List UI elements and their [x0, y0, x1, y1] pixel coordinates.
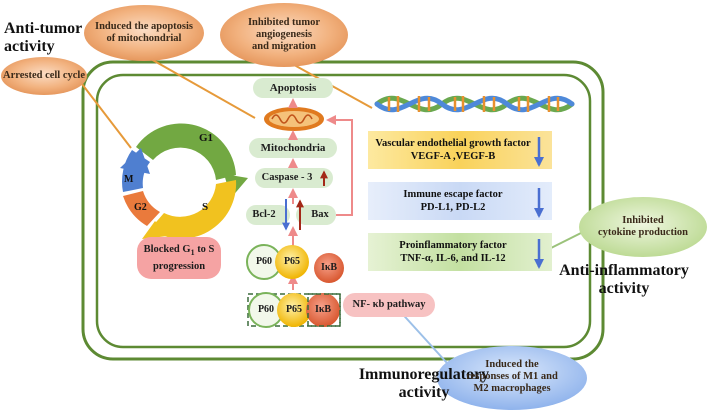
callout-angiogenesis-oval [220, 3, 348, 67]
p60-bound-label: P60 [257, 304, 275, 315]
bax-pill [296, 205, 336, 225]
factor-proinflammatory-detail: TNF-α, IL-6, and IL-12 [400, 253, 506, 264]
factor-bar-vegf [368, 131, 552, 169]
callout-cell-cycle-text: Arrested cell cycle [2, 70, 86, 82]
callout-apoptosis-line2: of mitochondrial [106, 33, 182, 44]
factor-vegf-text: Vascular endothelial growth factor VEGF-… [370, 137, 536, 163]
p65-free-label: P65 [283, 256, 301, 267]
connector-cytokine [546, 229, 588, 251]
ikb-bound-label: IκB [314, 304, 332, 315]
p65-bound-circle [277, 293, 311, 327]
ikb-free-circle [314, 253, 344, 283]
s-phase-arrowhead [142, 221, 168, 239]
callout-apoptosis-line1: Induced the apoptosis [94, 21, 194, 32]
apoptosis-label: Apoptosis [269, 82, 317, 94]
blocked-progression-pill [137, 237, 221, 279]
callout-macrophages-oval [437, 346, 587, 410]
factor-pd-title: Immune escape factor [403, 189, 503, 200]
g2-phase-arc [123, 191, 160, 226]
anti-tumor-heading-line1: Anti-tumor [4, 20, 83, 37]
callout-angiogenesis-text: Inhibited tumor angiogenesis and migrati… [222, 17, 346, 53]
callout-cytokine-line1: Inhibited [622, 215, 664, 226]
mitochondrion-icon [264, 107, 324, 131]
phase-label-s: S [202, 201, 208, 213]
blocked-progression-text: Blocked G1 to S progression [137, 243, 221, 274]
mitochondria-label: Mitochondria [260, 142, 326, 154]
blocked-to-s: to S [194, 244, 215, 255]
cell-cycle-ring [120, 123, 248, 239]
callout-macrophages-line2: responses of M1 and [466, 371, 558, 382]
callout-cytokine-oval [579, 197, 707, 257]
p60-free-label: P60 [255, 256, 273, 267]
caspase-pill [255, 168, 333, 188]
caspase-label: Caspase - 3 [261, 172, 313, 183]
ikb-bound-circle [306, 293, 340, 327]
connector-cell-cycle [81, 83, 132, 149]
factor-vegf-title: Vascular endothelial growth factor [375, 138, 531, 149]
mitochondria-pill [249, 138, 337, 158]
m-phase-arrowhead [120, 148, 150, 174]
anti-tumor-heading-line2: activity [4, 38, 55, 55]
dna-helix-icon [374, 95, 575, 113]
blocked-word: Blocked G [143, 244, 191, 255]
immunoregulatory-heading-line1: Immunoregulatory [358, 366, 490, 383]
arrow-bax-loop [326, 115, 353, 216]
p65-bound-label: P65 [285, 304, 303, 315]
anti-inflammatory-heading-line1: Anti-inflammatory [559, 262, 689, 279]
bcl2-pill [246, 205, 290, 225]
blocked-line2: progression [152, 261, 206, 273]
bcl2-label: Bcl-2 [252, 209, 276, 220]
immunoregulatory-heading: Immunoregulatory activity [356, 366, 492, 402]
callout-apoptosis-oval [84, 5, 204, 61]
callout-cytokine-line2: cytokine production [598, 227, 688, 238]
callout-cell-cycle-line1: Arrested cell cycle [2, 70, 85, 81]
bax-label: Bax [311, 209, 329, 220]
s-phase-arc [150, 180, 237, 239]
factor-vegf-detail: VEGF-A ,VEGF-B [410, 151, 496, 162]
callout-macrophages-line1: Induced the [485, 359, 539, 370]
phase-label-g2: G2 [134, 202, 147, 213]
callout-angiogenesis-line2: angiogenesis [255, 29, 312, 40]
phase-label-m: M [124, 174, 134, 185]
connector-apoptosis [141, 53, 256, 119]
immunoregulatory-heading-line2: activity [398, 384, 450, 401]
blocked-subscript: 1 [190, 248, 195, 258]
factor-pd-text: Immune escape factor PD-L1, PD-L2 [370, 188, 536, 214]
factor-proinflammatory-text: Proinflammatory factor TNF-α, IL-6, and … [370, 239, 536, 265]
callout-cell-cycle-oval [1, 57, 87, 95]
phase-label-g1: G1 [199, 132, 213, 144]
factor-pd-detail: PD-L1, PD-L2 [420, 202, 486, 213]
p65-free-circle [275, 245, 309, 279]
callout-angiogenesis-line3: and migration [252, 41, 316, 52]
factor-bar-pd [368, 182, 552, 220]
connector-macrophages [396, 307, 448, 364]
ikb-free-label: IκB [320, 262, 338, 273]
factor-proinflammatory-title: Proinflammatory factor [399, 240, 507, 251]
anti-inflammatory-heading: Anti-inflammatory activity [548, 262, 700, 298]
apoptosis-pill [253, 78, 333, 98]
ikb-highlight-box [307, 293, 341, 327]
callout-macrophages-text: Induced the responses of M1 and M2 macro… [442, 359, 582, 395]
callout-angiogenesis-line1: Inhibited tumor [247, 17, 321, 28]
anti-inflammatory-heading-line2: activity [598, 280, 650, 297]
blocked-line1: Blocked G1 to S [137, 243, 221, 260]
callout-apoptosis-text: Induced the apoptosis of mitochondrial [86, 21, 202, 45]
nfkb-pathway-pill [343, 293, 435, 317]
callout-cytokine-text: Inhibited cytokine production [581, 215, 705, 239]
anti-tumor-heading: Anti-tumor activity [0, 20, 84, 56]
g1-phase-arc [136, 123, 236, 180]
nfkb-pathway-label: NF- κb pathway [352, 299, 426, 310]
factor-bar-proinflammatory [368, 233, 552, 271]
callout-macrophages-line3: M2 macrophages [473, 383, 551, 394]
